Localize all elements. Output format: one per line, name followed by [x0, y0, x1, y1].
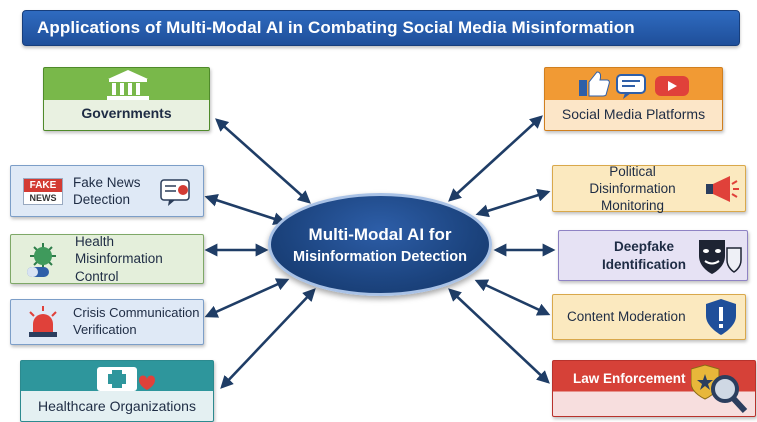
central-hub: Multi-Modal AI for Misinformation Detect… [268, 193, 492, 296]
theater-masks-icon [699, 239, 742, 274]
likes-chat-video-icon [579, 71, 689, 99]
node-deepfake-label: Deepfake Identification [602, 239, 686, 272]
title-bar: Applications of Multi-Modal AI in Combat… [22, 10, 740, 46]
hub-line2: Misinformation Detection [292, 248, 467, 265]
node-healthcare-label: Healthcare Organizations [38, 398, 196, 415]
fake-news-icon: FAKE NEWS [23, 177, 63, 205]
node-crisis-label: Crisis Communication Verification [73, 305, 200, 337]
node-health: Health Misinformation Control [10, 234, 204, 284]
node-law-enforcement-label: Law Enforcement [573, 371, 686, 386]
arrow-governments [215, 118, 311, 204]
node-governments-label: Governments [81, 105, 172, 122]
node-fake-news-label: Fake News Detection [73, 174, 141, 207]
node-law-enforcement: Law Enforcement [552, 360, 756, 417]
news-speech-icon [160, 179, 190, 206]
node-moderation-label: Content Moderation [567, 309, 686, 325]
government-building-icon [107, 70, 149, 100]
arrow-crisis [204, 278, 290, 318]
arrow-healthcare [220, 288, 316, 389]
node-moderation: Content Moderation [552, 294, 746, 340]
node-deepfake: Deepfake Identification [558, 230, 748, 281]
police-badge-magnifier-icon [691, 364, 748, 414]
virus-pill-icon [27, 243, 56, 277]
shield-alert-icon [706, 299, 736, 335]
node-political: Political Disinformation Monitoring [552, 163, 746, 214]
arrow-social [448, 115, 543, 202]
node-political-label: Political Disinformation Monitoring [589, 163, 676, 214]
node-social-media: Social Media Platforms [544, 67, 723, 131]
medical-kit-icon [97, 367, 155, 391]
hub-line1: Multi-Modal AI for [308, 224, 452, 244]
alarm-siren-icon [29, 306, 57, 337]
node-healthcare: Healthcare Organizations [20, 360, 214, 422]
node-crisis: Crisis Communication Verification [10, 299, 204, 345]
arrow-fake-news [204, 194, 287, 225]
node-governments: Governments [43, 67, 210, 131]
arrow-political [475, 188, 551, 218]
arrow-law [448, 288, 550, 384]
node-fake-news: FAKE NEWS Fake News Detection [10, 165, 204, 217]
arrow-moderation [474, 279, 551, 316]
megaphone-icon [706, 175, 739, 202]
diagram-title: Applications of Multi-Modal AI in Combat… [37, 18, 635, 37]
node-health-label: Health Misinformation Control [75, 234, 163, 284]
node-social-media-label: Social Media Platforms [561, 106, 706, 123]
